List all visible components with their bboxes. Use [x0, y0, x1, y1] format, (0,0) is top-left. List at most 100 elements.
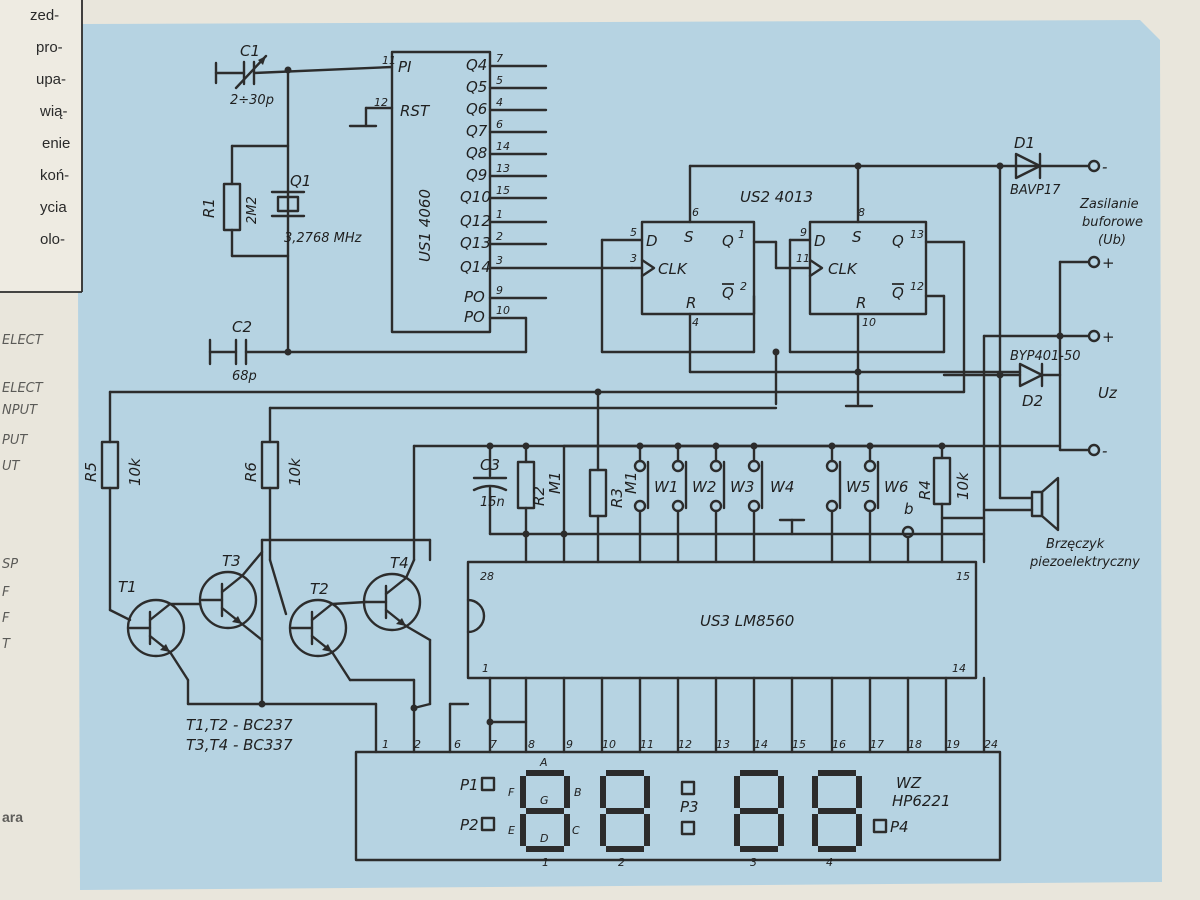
- schematic-label: 13: [496, 162, 510, 175]
- schematic-label: 1: [738, 228, 745, 241]
- schematic-label: 2: [414, 738, 421, 751]
- schematic-label: Q12: [460, 212, 491, 230]
- schematic-label: T4: [390, 554, 409, 572]
- schematic-shape: [778, 776, 784, 808]
- schematic-node: [854, 162, 862, 170]
- schematic-label: W5: [846, 478, 870, 496]
- schematic-shape: [526, 846, 564, 852]
- schematic-label: piezoelektryczny: [1029, 555, 1140, 570]
- schematic-node: [1087, 159, 1101, 173]
- schematic-shape: [778, 814, 784, 846]
- schematic-label: RST: [400, 102, 431, 120]
- schematic-node: [712, 442, 720, 450]
- schematic-shape: [520, 814, 526, 846]
- digit-4: 4: [812, 770, 862, 869]
- schematic-wire: [330, 600, 368, 606]
- schematic-label: S: [684, 228, 694, 246]
- schematic-label: T2: [310, 580, 329, 598]
- power-section: - D1 BAVP17 Zasilanie buforowe (Ub) + + …: [942, 134, 1143, 570]
- q1-value: 3,2768 MHz: [284, 231, 363, 246]
- digit-2: 2: [600, 770, 650, 869]
- margin-text: zed- pro- upa- wią- enie koń- ycia olo-: [30, 7, 70, 248]
- schematic-shape: [818, 808, 856, 814]
- schematic-shape: [466, 560, 978, 680]
- left-edge-text: ELECT ELECT NPUT PUT UT SP F F T ara: [2, 333, 44, 825]
- schematic-wire: [330, 650, 352, 682]
- schematic-shape: [818, 770, 856, 776]
- schematic-shape: [564, 814, 570, 846]
- schematic-node: [866, 442, 874, 450]
- schematic-label: Q9: [466, 166, 487, 184]
- text-column: [0, 0, 82, 292]
- schematic-label: B: [574, 786, 582, 799]
- q1-label: Q1: [290, 172, 311, 190]
- schematic-label: Q6: [466, 100, 487, 118]
- schematic-node: [288, 598, 348, 658]
- us1-name: US1 4060: [416, 189, 434, 262]
- schematic-shape: [606, 770, 644, 776]
- schematic-label: Q8: [466, 144, 487, 162]
- schematic-shape: [606, 808, 644, 814]
- schematic-shape: [740, 846, 778, 852]
- c2-value: 68p: [232, 369, 257, 384]
- schematic-label: P3: [680, 798, 699, 816]
- schematic-label: P2: [460, 816, 479, 834]
- schematic-label: M1: [546, 472, 564, 495]
- schematic-wire: [412, 702, 432, 710]
- schematic-label: 9: [800, 226, 807, 239]
- schematic-wire: [404, 558, 416, 580]
- schematic-label: ara: [2, 809, 23, 825]
- r6-label: R6: [242, 462, 260, 482]
- display-module: 1 2 6 7 8 9 10 11 12 13 14 15 16 17 18 1…: [354, 738, 1002, 869]
- schematic-label: R: [856, 294, 866, 312]
- schematic-wire: [472, 484, 508, 492]
- schematic-shape: [564, 776, 570, 808]
- r1-label: R1: [200, 198, 218, 218]
- c1-value: 2÷30p: [230, 93, 274, 108]
- schematic-symbol: [396, 618, 406, 626]
- r3-label: R3: [608, 488, 626, 508]
- schematic-label: C: [572, 824, 580, 837]
- schematic-label: Q: [892, 232, 904, 250]
- schematic-shape: [872, 818, 888, 834]
- schematic-node: [1056, 332, 1064, 340]
- us3-name: US3 LM8560: [700, 612, 794, 630]
- schematic-label: Q5: [466, 78, 487, 96]
- oscillator: C1 2÷30p R1 2M2 Q1 3,2768 MHz C2 68p: [200, 42, 528, 384]
- schematic-node: [284, 348, 292, 356]
- r2-label: R2: [530, 486, 548, 506]
- schematic-label: 13: [716, 738, 730, 751]
- schematic-label: +: [1102, 328, 1115, 346]
- schematic-label: SP: [2, 557, 18, 572]
- schematic-symbol: [258, 56, 266, 65]
- schematic-shape: [734, 776, 740, 808]
- schematic-label: +: [1102, 254, 1115, 272]
- schematic-label: Zasilanie: [1079, 197, 1139, 212]
- schematic-label: 15: [792, 738, 806, 751]
- digit-3: 3: [734, 770, 784, 869]
- schematic-label: P1: [460, 776, 479, 794]
- schematic-label: 14: [496, 140, 510, 153]
- schematic-label: 1: [542, 856, 549, 869]
- schematic-label: F: [2, 585, 10, 600]
- schematic-node: [750, 442, 758, 450]
- schematic-label: 12: [374, 96, 388, 109]
- schematic-label: D: [540, 832, 548, 845]
- schematic-shape: [812, 814, 818, 846]
- schematic-wire: [168, 650, 190, 682]
- blue-panel: [78, 20, 1162, 890]
- schematic-label: wią-: [39, 103, 68, 120]
- schematic-shape: [740, 770, 778, 776]
- schematic-label: 5: [496, 74, 503, 87]
- schematic-label: upa-: [36, 71, 66, 88]
- schematic-group: [488, 64, 634, 354]
- schematic-shape: [740, 808, 778, 814]
- d1-label: D1: [1014, 134, 1035, 152]
- schematic-wire: [240, 622, 264, 642]
- schematic-shape: [276, 195, 300, 213]
- schematic-node: [126, 598, 186, 658]
- uz-label: Uz: [1098, 384, 1118, 402]
- schematic-label: P4: [890, 818, 909, 836]
- schematic-label: 6: [692, 206, 699, 219]
- schematic-label: W3: [730, 478, 754, 496]
